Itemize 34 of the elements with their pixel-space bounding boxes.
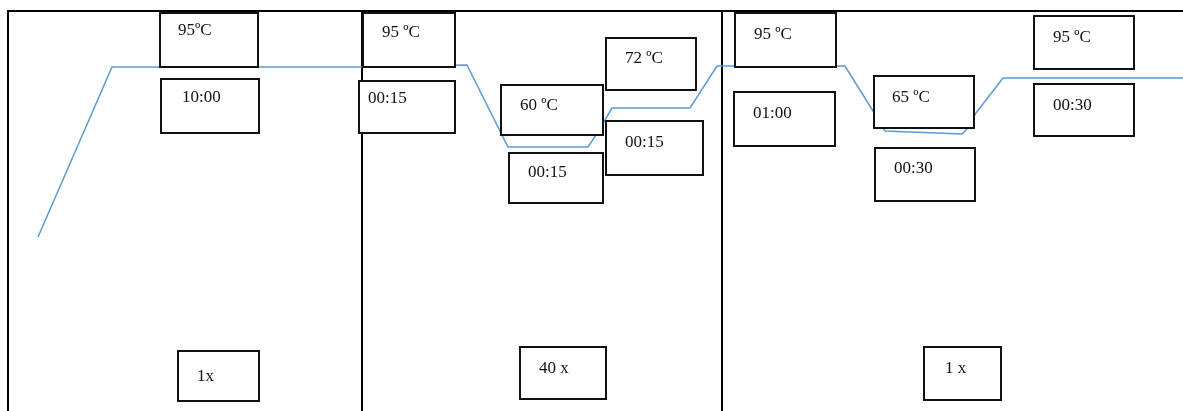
step-box	[358, 80, 456, 134]
step-box	[1033, 15, 1135, 70]
step-value: 00:30	[1053, 95, 1092, 115]
step-box	[733, 91, 836, 147]
step-value: 01:00	[753, 103, 792, 123]
step-box	[160, 78, 260, 134]
step-value: 95 ºC	[754, 24, 792, 44]
step-value: 00:30	[894, 158, 933, 178]
step-value: 95 ºC	[1053, 27, 1091, 47]
step-box	[159, 12, 259, 68]
step-box	[873, 75, 975, 129]
cycle-count-text: 1 x	[945, 358, 967, 378]
step-value: 10:00	[182, 87, 221, 107]
step-box	[508, 152, 604, 204]
cycle-count-box	[177, 350, 260, 402]
step-value: 60 ºC	[520, 95, 558, 115]
step-box	[874, 147, 976, 202]
step-value: 72 ºC	[625, 48, 663, 68]
cycle-count-text: 40 x	[539, 358, 569, 378]
cycle-count-box	[923, 346, 1002, 401]
step-value: 95 ºC	[382, 22, 420, 42]
step-value: 65 ºC	[892, 87, 930, 107]
step-value: 00:15	[625, 132, 664, 152]
step-value: 95ºC	[178, 20, 212, 40]
step-box	[362, 12, 456, 68]
step-box	[605, 120, 704, 176]
step-box	[500, 84, 604, 136]
step-box	[734, 12, 837, 68]
cycle-count-text: 1x	[197, 366, 214, 386]
step-box	[605, 37, 697, 91]
step-value: 00:15	[368, 88, 407, 108]
step-value: 00:15	[528, 162, 567, 182]
cycle-count-box	[519, 346, 607, 400]
step-box	[1033, 83, 1135, 137]
